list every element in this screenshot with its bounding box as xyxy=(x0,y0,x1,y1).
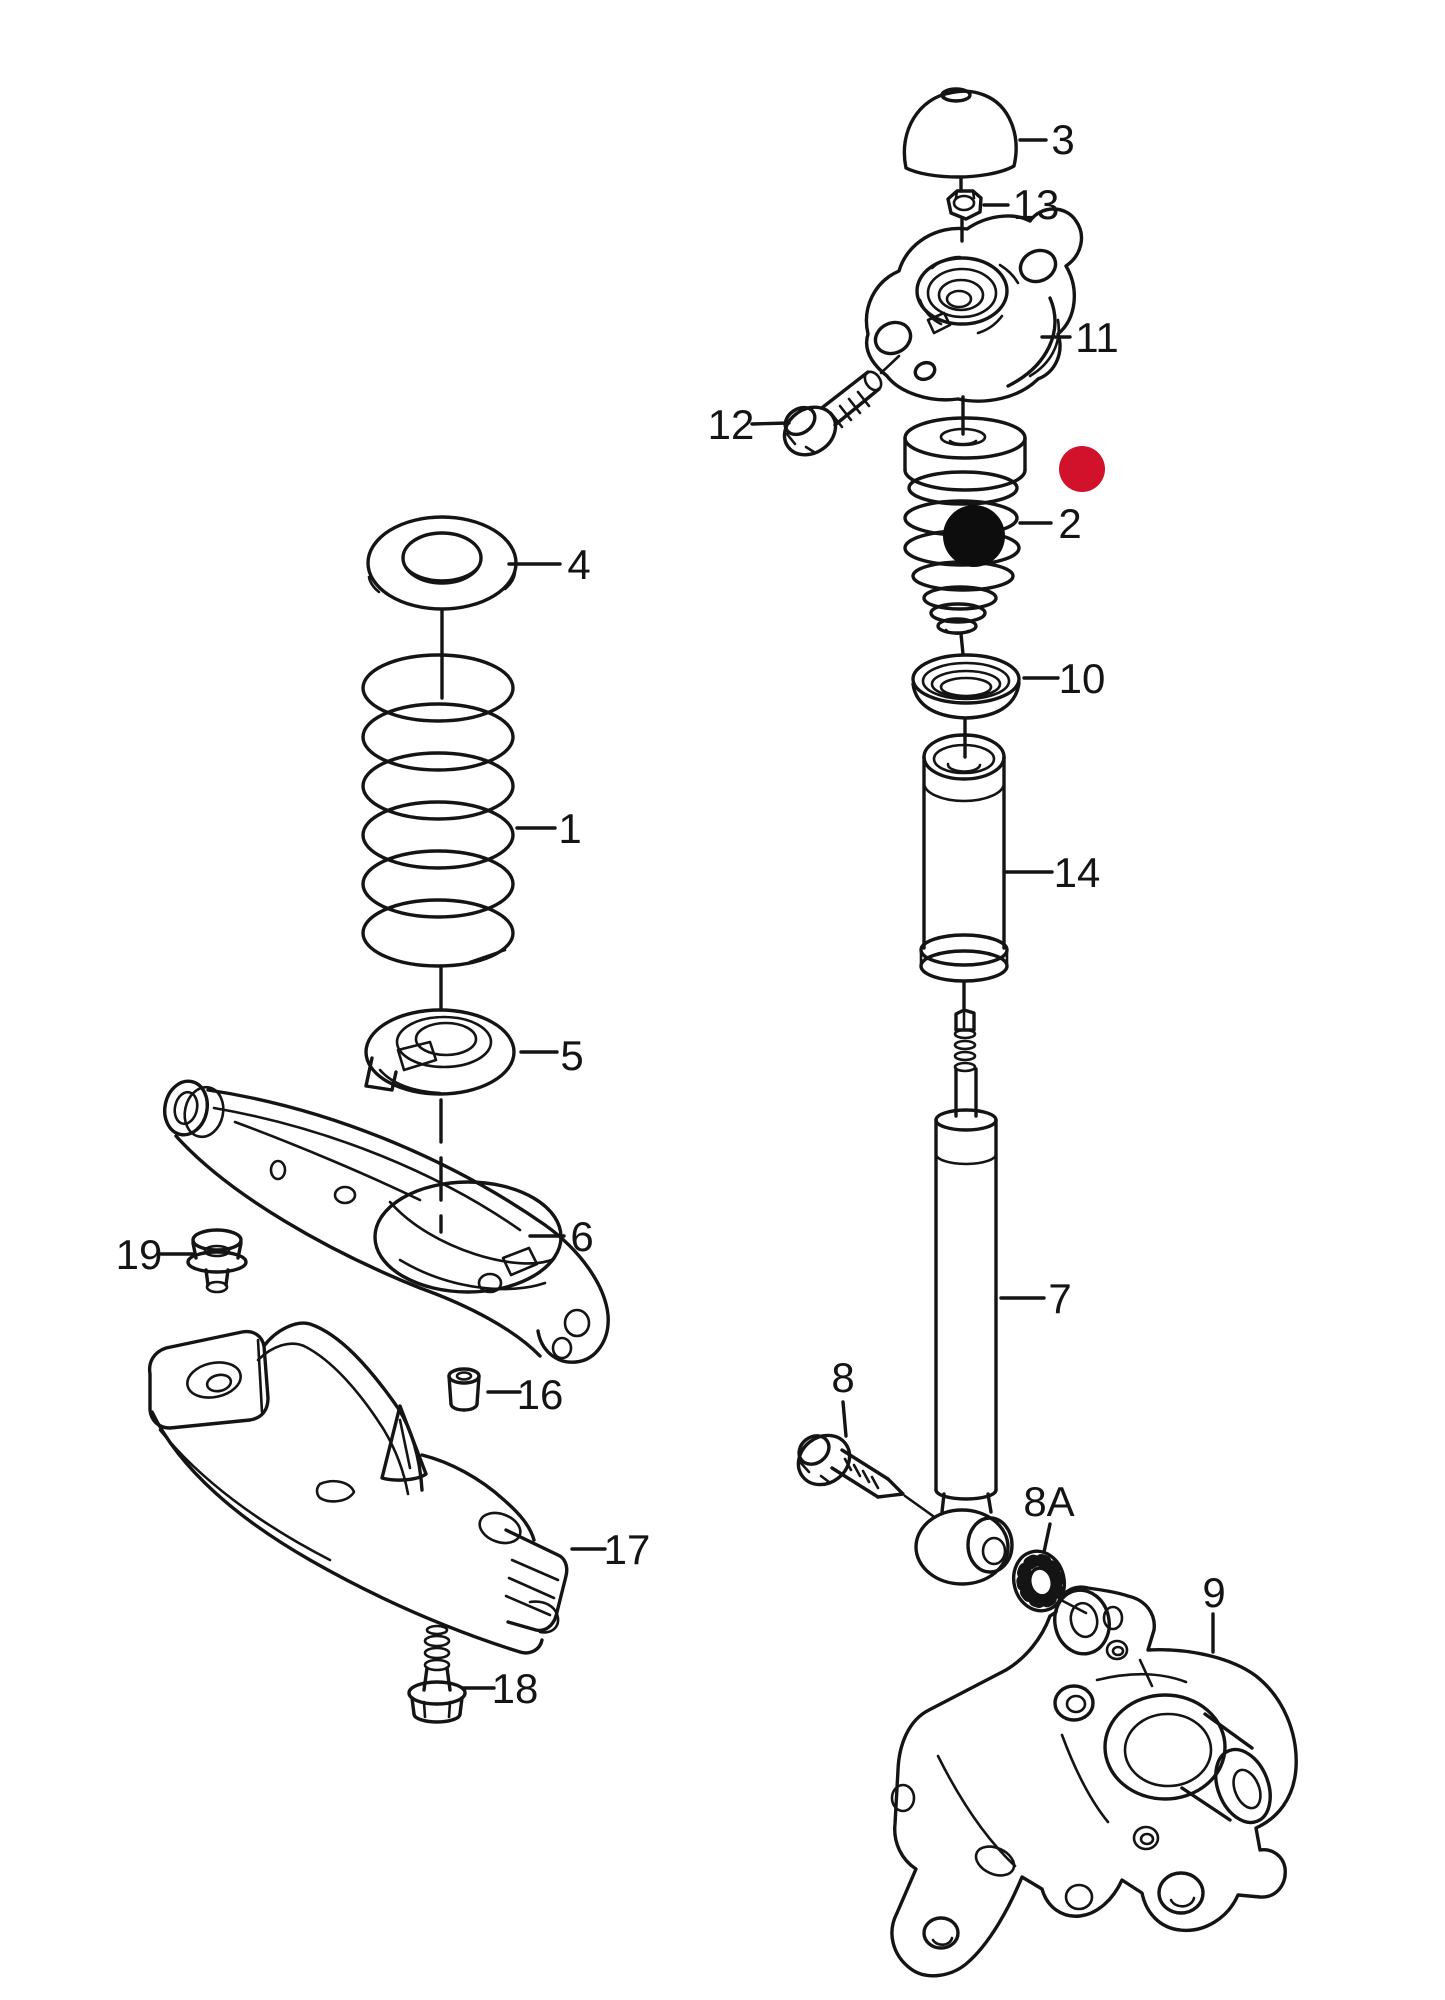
part-6-lower-control-arm xyxy=(163,1079,610,1364)
part-8-leader-line xyxy=(841,1400,848,1438)
part-14-label[interactable]: 14 xyxy=(1054,849,1101,896)
part-1-label[interactable]: 1 xyxy=(558,805,581,852)
part-8A-label[interactable]: 8A xyxy=(1023,1478,1074,1525)
part-18-label[interactable]: 18 xyxy=(492,1665,539,1712)
part-12-bolt xyxy=(782,354,901,457)
red-marker-dot xyxy=(1059,446,1105,492)
part-12-leader-line xyxy=(750,421,791,426)
part-2-bump-stop xyxy=(903,416,1027,635)
part-9-wheel-bearing-housing xyxy=(890,1585,1298,1978)
part-7-label[interactable]: 7 xyxy=(1048,1275,1071,1322)
part-14-protective-tube xyxy=(919,733,1009,983)
part-1-coil-spring xyxy=(361,653,515,968)
part-4-upper-spring-pad xyxy=(366,515,518,611)
part-3-label[interactable]: 3 xyxy=(1051,116,1074,163)
part-11-strut-mount xyxy=(864,207,1084,403)
black-marker-dot xyxy=(943,505,1005,567)
part-18-bolt xyxy=(407,1624,467,1724)
part-11-label[interactable]: 11 xyxy=(1075,314,1119,361)
part-17-stone-guard xyxy=(147,1321,569,1655)
part-7-shock-absorber xyxy=(914,1008,1014,1586)
part-16-label[interactable]: 16 xyxy=(517,1371,564,1418)
part-17-label[interactable]: 17 xyxy=(604,1526,651,1573)
part-6-label[interactable]: 6 xyxy=(570,1213,593,1260)
part-5-lower-spring-pad xyxy=(364,1008,516,1096)
part-13-label[interactable]: 13 xyxy=(1013,181,1060,228)
part-8a-splined-washer xyxy=(1011,1549,1088,1615)
part-10-spring-seat-ring xyxy=(911,653,1021,720)
part-8-bolt xyxy=(796,1433,935,1518)
part-5-label[interactable]: 5 xyxy=(560,1032,583,1079)
part-13-nut xyxy=(946,189,983,221)
part-3-cap xyxy=(902,87,1018,179)
part-10-label[interactable]: 10 xyxy=(1059,655,1106,702)
part-2-label[interactable]: 2 xyxy=(1058,500,1081,547)
part-9-label[interactable]: 9 xyxy=(1202,1569,1225,1616)
part-16-bushing xyxy=(447,1367,481,1412)
part-19-clip-rivet xyxy=(186,1228,248,1294)
part-8-label[interactable]: 8 xyxy=(831,1354,854,1401)
assembly-centerlines xyxy=(439,176,967,1234)
part-12-label[interactable]: 12 xyxy=(708,401,755,448)
part-drawings xyxy=(147,87,1298,1978)
part-19-label[interactable]: 19 xyxy=(116,1231,163,1278)
part-8A-leader-line xyxy=(1042,1522,1052,1554)
part-4-label[interactable]: 4 xyxy=(567,541,590,588)
part-callouts: 3 13 11 12 2 10 14 7 8 8A 9 4 1 5 6 19 16 17 18 xyxy=(116,116,1226,1712)
